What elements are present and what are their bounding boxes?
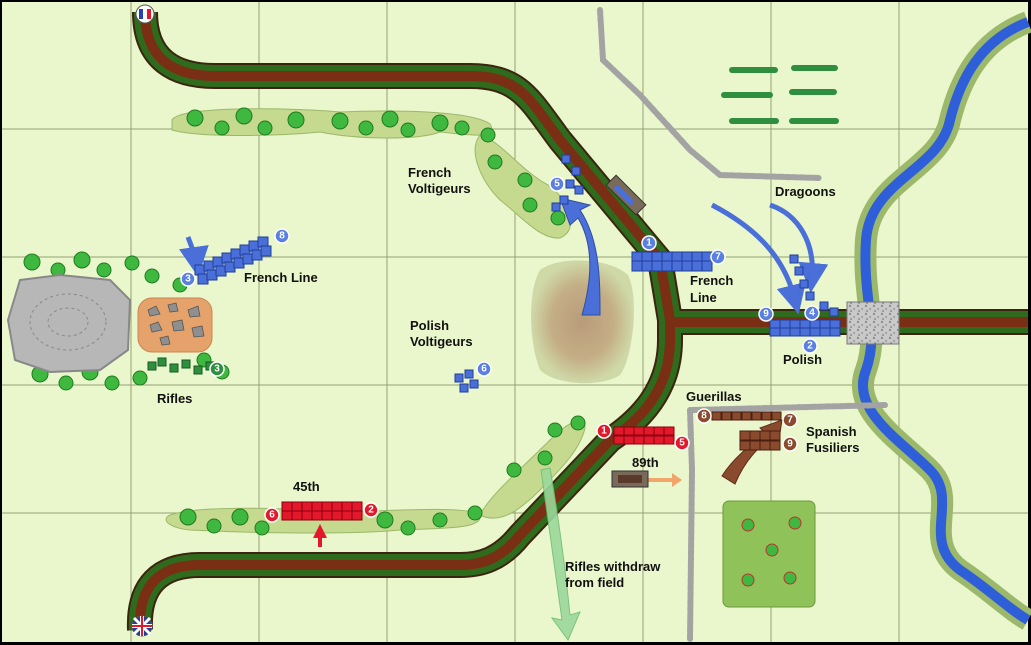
river [858, 17, 1031, 625]
label-french-line-west: French Line [244, 270, 318, 285]
rocky-outcrop [6, 273, 132, 374]
french-voltigeurs[interactable] [551, 154, 584, 212]
label-french-line-east-2: Line [690, 290, 717, 305]
spanish-badges: 8 7 9 [696, 408, 798, 452]
badge-4: 4 [809, 308, 815, 319]
badge-red-2: 2 [368, 505, 374, 516]
badge-6: 6 [481, 364, 487, 375]
spanish-fusiliers[interactable] [739, 430, 781, 451]
badge-red-6: 6 [269, 510, 275, 521]
label-polish: Polish [783, 352, 822, 367]
stone-walls [597, 7, 888, 643]
label-45th: 45th [293, 479, 320, 494]
british-45th[interactable] [281, 501, 363, 521]
orchard-trees [741, 516, 802, 587]
dragoon-arrow-2 [769, 202, 829, 293]
central-hill [531, 260, 634, 384]
label-french-voltigeurs-2: Voltigeurs [408, 181, 471, 196]
french-voltigeur-move-arrow [559, 197, 601, 316]
badge-3: 3 [185, 274, 191, 285]
label-dragoons: Dragoons [775, 184, 836, 199]
bridge [846, 301, 900, 345]
label-guerillas: Guerillas [686, 389, 742, 404]
badge-red-1: 1 [601, 426, 607, 437]
badge-7: 7 [715, 252, 721, 263]
label-polish-voltigeurs-2: Voltigeurs [410, 334, 473, 349]
badge-9: 9 [763, 309, 769, 320]
label-french-line-east-1: French [690, 273, 733, 288]
british-89th-artillery[interactable] [611, 470, 649, 488]
polish-voltigeurs[interactable] [454, 369, 479, 393]
french-line-east[interactable] [631, 251, 713, 272]
45th-advance-arrow [313, 524, 327, 547]
rifles-withdraw-arrow [540, 467, 581, 642]
badge-2: 2 [807, 341, 813, 352]
french-line-west[interactable] [194, 236, 272, 285]
french-flag-icon [135, 4, 155, 24]
label-rifles: Rifles [157, 391, 192, 406]
map-labels: French Voltigeurs French Line French Lin… [157, 165, 859, 590]
badge-green-3: 3 [214, 364, 220, 375]
guerillas-unit[interactable] [711, 411, 782, 421]
badge-brown-9: 9 [787, 439, 793, 450]
french-badges: 8 3 5 1 7 9 4 2 6 [180, 176, 820, 377]
union-jack-icon [131, 615, 153, 637]
89th-move-arrow [648, 473, 682, 487]
dragoons-unit[interactable] [789, 254, 839, 317]
badge-brown-7: 7 [787, 415, 793, 426]
british-unit-east[interactable] [613, 426, 675, 445]
label-rifles-withdraw-1: Rifles withdraw [565, 559, 661, 574]
vineyard [721, 65, 839, 124]
french-artillery[interactable] [605, 174, 647, 216]
badge-red-5: 5 [679, 438, 685, 449]
label-spanish-fusiliers-1: Spanish [806, 424, 857, 439]
british-badges: 1 5 6 2 3 [209, 361, 690, 523]
french-line-wheel-arrow [179, 236, 209, 277]
label-polish-voltigeurs-1: Polish [410, 318, 449, 333]
badge-1: 1 [646, 238, 652, 249]
polish-unit[interactable] [769, 319, 841, 337]
badge-5: 5 [554, 179, 560, 190]
badge-8: 8 [279, 231, 285, 242]
label-89th: 89th [632, 455, 659, 470]
trees [23, 107, 586, 536]
label-rifles-withdraw-2: from field [565, 575, 624, 590]
label-spanish-fusiliers-2: Fusiliers [806, 440, 859, 455]
label-french-voltigeurs-1: French [408, 165, 451, 180]
dragoon-arrow-1 [710, 202, 806, 315]
badge-brown-8: 8 [701, 411, 707, 422]
